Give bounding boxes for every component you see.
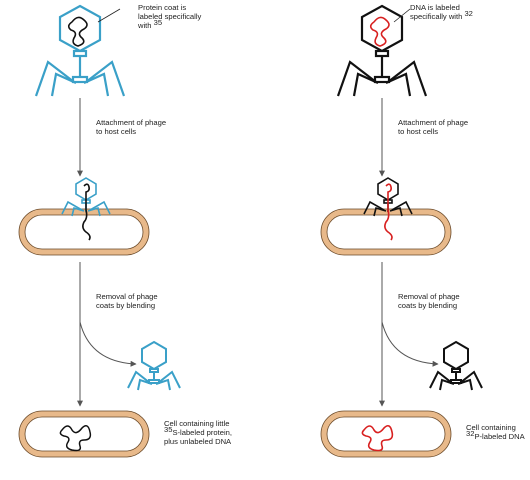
injected-dna-unlabeled xyxy=(82,183,91,241)
host-cell-attached-left xyxy=(19,209,149,255)
arrow-coat-removed-right xyxy=(381,321,439,367)
step2-label-right: Removal of phage coats by blending xyxy=(398,292,462,310)
phage-dna-unlabeled xyxy=(67,16,88,47)
result-label-right: Cell containing 32P-labeled DNA xyxy=(466,423,526,441)
step1-label-right: Attachment of phage to host cells xyxy=(398,118,470,136)
right-panel: DNA is labeled specifically with 32 Atta… xyxy=(320,3,526,458)
final-cell-left xyxy=(19,411,149,457)
step2-label-left: Removal of phage coats by blending xyxy=(96,292,160,310)
cell-dna-labeled xyxy=(361,424,394,452)
phage-unlabeled-coat xyxy=(336,4,428,97)
injected-dna-labeled xyxy=(384,183,393,241)
phage-labeled-coat xyxy=(34,4,126,97)
left-panel: Protein coat is labeled specifically wit… xyxy=(18,3,234,458)
final-cell-right xyxy=(321,411,451,457)
arrow-coat-removed-left xyxy=(79,321,137,367)
phage-dna-labeled xyxy=(369,16,390,47)
step1-label-left: Attachment of phage to host cells xyxy=(96,118,168,136)
top-label-right: DNA is labeled specifically with 32 xyxy=(410,3,473,21)
removed-coat-left xyxy=(127,340,181,391)
removed-coat-right xyxy=(429,340,483,391)
top-label-left: Protein coat is labeled specifically wit… xyxy=(137,3,203,30)
result-label-left: Cell containing little 35S-labeled prote… xyxy=(164,419,234,446)
host-cell-attached-right xyxy=(321,209,451,255)
cell-dna-unlabeled xyxy=(59,425,92,452)
